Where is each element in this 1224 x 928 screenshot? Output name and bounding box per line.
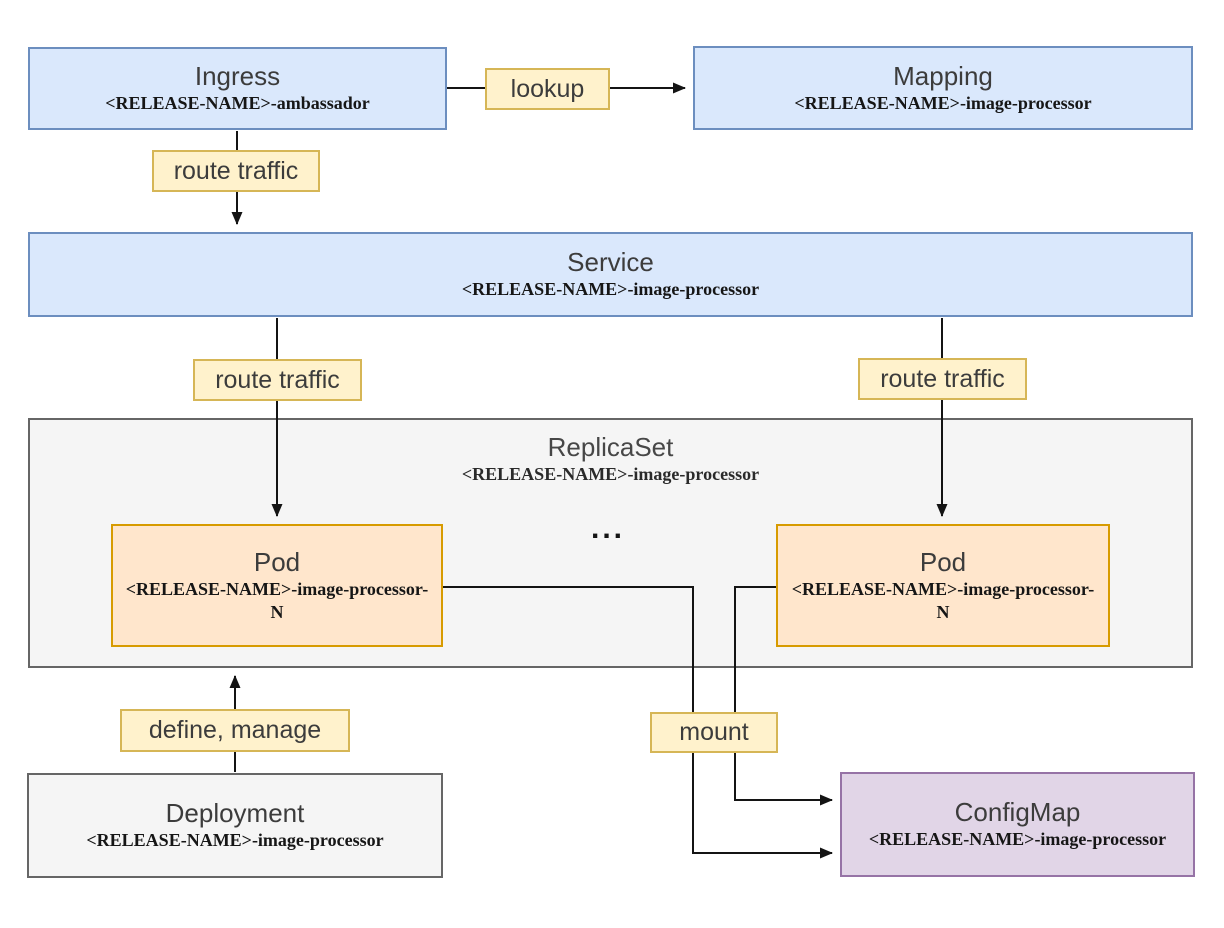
mapping-subtitle: <RELEASE-NAME>-image-processor	[794, 92, 1092, 113]
pod-left-title: Pod	[253, 546, 301, 577]
mapping-title: Mapping	[893, 60, 993, 91]
edge-label-route-traffic-right: route traffic	[858, 358, 1027, 400]
pod-right-subtitle: <RELEASE-NAME>-image-processor-N	[791, 578, 1095, 623]
configmap-title: ConfigMap	[954, 797, 1081, 828]
configmap-node: ConfigMap <RELEASE-NAME>-image-processor	[840, 772, 1195, 877]
edge-label-lookup: lookup	[485, 68, 610, 110]
mapping-node: Mapping <RELEASE-NAME>-image-processor	[693, 46, 1193, 130]
deployment-node: Deployment <RELEASE-NAME>-image-processo…	[27, 773, 443, 878]
replicaset-subtitle: <RELEASE-NAME>-image-processor	[461, 464, 760, 485]
deployment-title: Deployment	[165, 798, 305, 829]
pod-right-title: Pod	[919, 546, 967, 577]
service-subtitle: <RELEASE-NAME>-image-processor	[461, 279, 760, 300]
edge-label-route-traffic-ingress: route traffic	[152, 150, 320, 192]
pod-left-subtitle: <RELEASE-NAME>-image-processor-N	[125, 578, 429, 623]
connector-pod-right-to-configmap	[734, 586, 833, 806]
ingress-title: Ingress	[194, 61, 281, 92]
replicaset-title: ReplicaSet	[547, 432, 674, 462]
service-node: Service <RELEASE-NAME>-image-processor	[28, 232, 1193, 317]
ingress-subtitle: <RELEASE-NAME>-ambassador	[105, 93, 370, 114]
edge-label-define-manage: define, manage	[120, 709, 350, 752]
edge-label-route-traffic-left: route traffic	[193, 359, 362, 401]
edge-label-mount: mount	[650, 712, 778, 753]
pod-right-node: Pod <RELEASE-NAME>-image-processor-N	[776, 524, 1110, 647]
pod-left-node: Pod <RELEASE-NAME>-image-processor-N	[111, 524, 443, 647]
ingress-node: Ingress <RELEASE-NAME>-ambassador	[28, 47, 447, 130]
deployment-subtitle: <RELEASE-NAME>-image-processor	[86, 830, 384, 851]
service-title: Service	[567, 247, 654, 278]
configmap-subtitle: <RELEASE-NAME>-image-processor	[868, 829, 1167, 850]
more-pods-ellipsis: ...	[590, 512, 625, 545]
